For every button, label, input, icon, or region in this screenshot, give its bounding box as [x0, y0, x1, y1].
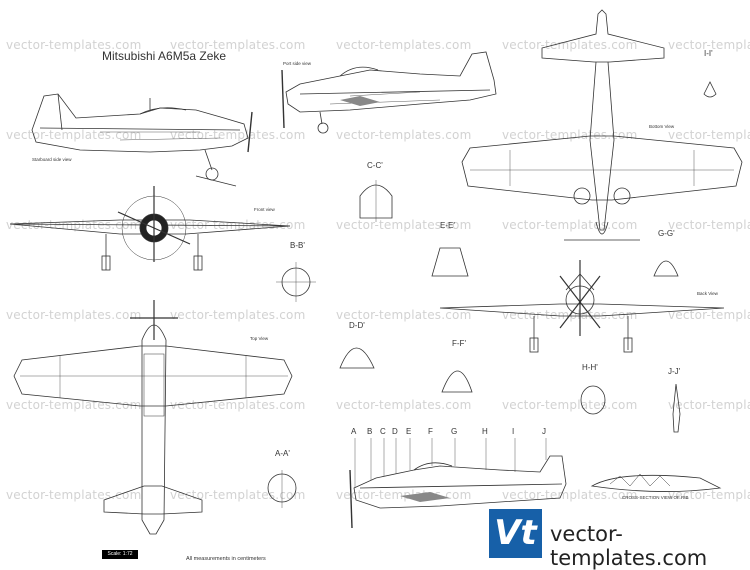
station-b: B: [367, 427, 373, 436]
watermark-text: vector-templates.com: [336, 38, 472, 52]
watermark-text: vector-templates.com: [6, 128, 142, 142]
front-view-label: Front view: [254, 207, 275, 212]
starboard-side-view-label: Starboard side view: [32, 157, 72, 162]
watermark-text: vector-templates.com: [170, 398, 306, 412]
section-label-dd: D-D': [349, 321, 365, 330]
back-view-drawing: [439, 260, 725, 353]
watermark-text: vector-templates.com: [170, 218, 306, 232]
station-h: H: [482, 427, 488, 436]
watermark-text: vector-templates.com: [502, 218, 638, 232]
watermark-text: vector-templates.com: [170, 488, 306, 502]
bottom-view-drawing: [461, 9, 743, 241]
front-view-drawing: [9, 186, 291, 271]
section-label-ee: E-E': [440, 221, 455, 230]
watermark-text: vector-templates.com: [336, 308, 472, 322]
cross-section-view-label: CROSS-SECTION VIEW OF RIB: [622, 495, 689, 500]
section-label-hh: H-H': [582, 363, 598, 372]
brand-logo: Vt: [489, 509, 542, 558]
watermark-text: vector-templates.com: [668, 128, 750, 142]
watermark-text: vector-templates.com: [170, 38, 306, 52]
measurements-note: All measurements in centimeters: [186, 556, 266, 562]
section-label-ii: I-I': [704, 49, 713, 58]
watermark-text: vector-templates.com: [6, 38, 142, 52]
watermark-text: vector-templates.com: [502, 488, 638, 502]
watermark-text: vector-templates.com: [170, 308, 306, 322]
station-f: F: [428, 427, 433, 436]
station-j: J: [542, 427, 546, 436]
section-profiles: [267, 81, 722, 508]
station-c: C: [380, 427, 386, 436]
watermark-text: vector-templates.com: [502, 38, 638, 52]
brand-site-text: vector-templates.com: [550, 522, 708, 570]
watermark-text: vector-templates.com: [668, 488, 750, 502]
watermark-text: vector-templates.com: [502, 398, 638, 412]
watermark-text: vector-templates.com: [336, 218, 472, 232]
top-view-label: Top View: [250, 336, 269, 341]
section-label-aa: A-A': [275, 449, 290, 458]
port-side-view-drawing: [281, 51, 497, 134]
watermark-text: vector-templates.com: [502, 128, 638, 142]
station-d: D: [392, 427, 398, 436]
drawing-title: Mitsubishi A6M5a Zeke: [102, 49, 227, 63]
section-label-cc: C-C': [367, 161, 383, 170]
top-view-drawing: [13, 300, 293, 535]
station-e: E: [406, 427, 412, 436]
watermark-text: vector-templates.com: [668, 398, 750, 412]
section-label-bb: B-B': [290, 241, 305, 250]
station-a: A: [351, 427, 357, 436]
station-side-view-drawing: [349, 438, 567, 529]
section-label-gg: G-G': [658, 229, 675, 238]
port-side-view-label: Port side view: [283, 61, 312, 66]
station-g: G: [451, 427, 458, 436]
watermark-text: vector-templates.com: [336, 398, 472, 412]
bottom-view-label: Bottom View: [649, 124, 675, 129]
watermark-text: vector-templates.com: [6, 398, 142, 412]
watermark-text: vector-templates.com: [668, 38, 750, 52]
watermark-text: vector-templates.com: [6, 218, 142, 232]
back-view-label: Back View: [697, 291, 718, 296]
watermark-text: vector-templates.com: [668, 308, 750, 322]
watermark-text: vector-templates.com: [6, 308, 142, 322]
station-i: I: [512, 427, 515, 436]
scale-badge: Scale: 1:72: [102, 550, 138, 559]
starboard-side-view-drawing: [31, 93, 253, 187]
section-label-jj: J-J': [668, 367, 681, 376]
watermark-text: vector-templates.com: [336, 128, 472, 142]
watermark-text: vector-templates.com: [668, 218, 750, 232]
section-label-ff: F-F': [452, 339, 466, 348]
